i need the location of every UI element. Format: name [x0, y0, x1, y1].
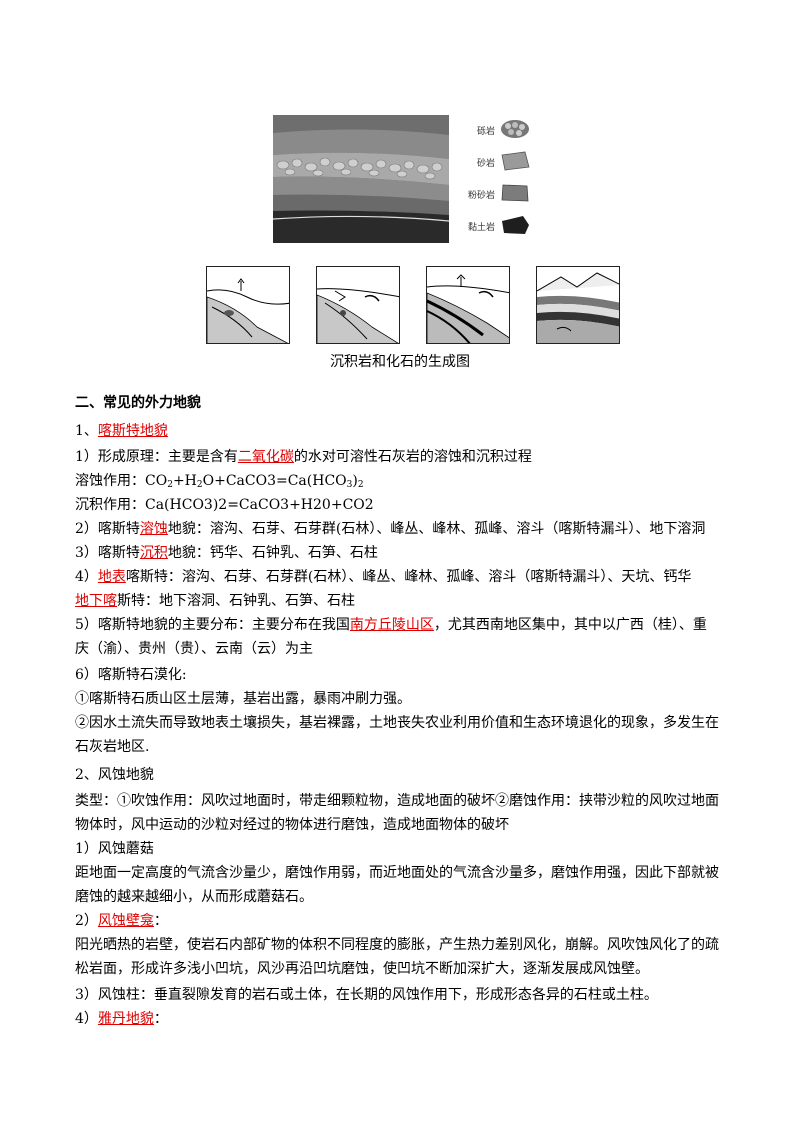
subscript: 2: [357, 480, 364, 490]
highlight-wind-niche: 风蚀壁龛: [97, 913, 154, 929]
text-span: ：: [153, 913, 168, 929]
conglomerate-swatch: [501, 120, 529, 138]
text-span: ): [352, 473, 358, 489]
legend-label: 粉砂岩: [467, 191, 495, 201]
wind-line-7: 阳光晒热的岩壁，使岩石内部矿物的体积不同程度的膨胀，产生热力差别风化，崩解。风吹…: [75, 937, 719, 953]
text-span: 2）: [75, 913, 98, 929]
legend-label: 砂岩: [476, 159, 495, 169]
text-span: 的水对可溶性石灰岩的溶蚀和沉积过程: [293, 449, 532, 465]
karst-line-9: 庆（渝）、贵州（贵）、云南（云）为主: [75, 641, 313, 657]
wind-line-2: 物体时，风中运动的沙粒对经过的物体进行磨蚀，造成地面物体的破坏: [75, 817, 509, 833]
panel-3: [426, 266, 510, 344]
text-span: +H: [172, 473, 197, 489]
legend-label: 黏土岩: [467, 223, 495, 233]
panel-3-image: [427, 274, 509, 343]
panel-4-image: [537, 272, 619, 343]
karst-line-5: 3）喀斯特沉积地貌：钙华、石钟乳、石笋、石柱: [75, 543, 735, 563]
text-span: 4）: [75, 1011, 98, 1027]
strata-illustration: [273, 115, 449, 243]
fossil-formation-panels: [206, 266, 622, 346]
highlight-yardang: 雅丹地貌: [97, 1011, 154, 1027]
highlight-co2: 二氧化碳: [237, 449, 294, 465]
panel-1-image: [207, 278, 289, 343]
text-span: ，尤其西南地区集中，其中以广西（桂）、重: [433, 617, 707, 633]
wind-line-8: 松岩面，形成许多浅小凹坑，风沙再沿凹坑磨蚀，使凹坑不断加深扩大，逐渐发展成风蚀壁…: [75, 961, 649, 977]
strata-image: [273, 115, 449, 243]
figure-caption: 沉积岩和化石的生成图: [330, 354, 470, 370]
karst-line-8: 5）喀斯特地貌的主要分布：主要分布在我国南方丘陵山区，尤其西南地区集中，其中以广…: [75, 615, 735, 635]
karst-title-link: 喀斯特地貌: [97, 423, 168, 439]
subscript: 3: [346, 480, 353, 490]
text-span: 溶蚀作用：CO: [75, 473, 168, 489]
text-span: 2）喀斯特: [75, 521, 140, 537]
text-span: O+CaCO3=Ca(HCO: [202, 473, 347, 489]
karst-line-2: 溶蚀作用：CO2+H2O+CaCO3=Ca(HCO3)2: [75, 471, 735, 495]
text-span: 5）喀斯特地貌的主要分布：主要分布在我国: [75, 617, 350, 633]
karst-line-4: 2）喀斯特溶蚀地貌：溶沟、石芽、石芽群(石林）、峰丛、峰林、孤峰、溶斗（喀斯特漏…: [75, 519, 735, 539]
section-heading: 二、常见的外力地貌: [75, 395, 201, 411]
karst-line-12: ②因水土流失而导致地表土壤损失，基岩裸露，土地丧失农业利用价值和生态环境退化的现…: [75, 715, 719, 731]
text-span: ：: [153, 1011, 168, 1027]
karst-title-num: 1、: [75, 423, 98, 439]
wind-title: 2、风蚀地貌: [75, 767, 154, 783]
text-span: 4）: [75, 569, 98, 585]
legend-label: 砾岩: [476, 127, 495, 137]
panel-2: [316, 266, 400, 344]
wind-line-6: 2）风蚀壁龛：: [75, 911, 735, 931]
highlight-surface: 地表: [97, 569, 126, 585]
wind-line-4: 距地面一定高度的气流含沙量少，磨蚀作用弱，而近地面处的气流含沙量多，磨蚀作用强，…: [75, 865, 719, 881]
strata-figure: 砾岩 砂岩 粉砂岩 黏土岩: [273, 115, 545, 243]
subscript: 2: [196, 480, 203, 490]
rock-legend: 砾岩 砂岩 粉砂岩 黏土岩: [459, 117, 545, 241]
legend-item-sandstone: 砂岩: [459, 149, 545, 175]
karst-line-10: 6）喀斯特石漠化:: [75, 667, 187, 683]
wind-line-9: 3）风蚀柱：垂直裂隙发育的岩石或土体，在长期的风蚀作用下，形成形态各异的石柱或土…: [75, 987, 658, 1003]
karst-line-1: 1）形成原理：主要是含有二氧化碳的水对可溶性石灰岩的溶蚀和沉积过程: [75, 447, 735, 467]
legend-item-claystone: 黏土岩: [459, 213, 545, 239]
subscript: 2: [167, 480, 173, 490]
text-span: 地貌：钙华、石钟乳、石笋、石柱: [167, 545, 378, 561]
highlight-deposition: 沉积: [139, 545, 168, 561]
text-span: 喀斯特：溶沟、石芽、石芽群(石林）、峰丛、峰林、孤峰、溶斗（喀斯特漏斗）、天坑、…: [125, 569, 692, 585]
sandstone-swatch: [501, 151, 530, 171]
highlight-underground: 地下喀: [75, 593, 117, 609]
panel-2-image: [317, 288, 399, 343]
legend-item-conglomerate: 砾岩: [459, 117, 545, 143]
claystone-swatch: [502, 216, 529, 234]
karst-line-7: 地下喀斯特：地下溶洞、石钟乳、石笋、石柱: [75, 591, 735, 611]
siltstone-swatch: [501, 184, 529, 202]
karst-title: 1、喀斯特地貌: [75, 421, 735, 441]
highlight-south-hills: 南方丘陵山区: [349, 617, 434, 633]
panel-4: [536, 266, 620, 344]
text-span: 3）喀斯特: [75, 545, 140, 561]
wind-line-5: 磨蚀的越来越细小，从而形成蘑菇石。: [75, 889, 313, 905]
text-span: 1）形成原理：主要是含有: [75, 449, 238, 465]
wind-line-10: 4）雅丹地貌：: [75, 1009, 735, 1029]
karst-line-3: 沉积作用：Ca(HCO3)2=CaCO3+H20+CO2: [75, 497, 374, 513]
wind-line-1: 类型：①吹蚀作用：风吹过地面时，带走细颗粒物，造成地面的破坏②磨蚀作用：挟带沙粒…: [75, 793, 719, 809]
wind-line-3: 1）风蚀蘑菇: [75, 841, 154, 857]
text-span: 斯特：地下溶洞、石钟乳、石笋、石柱: [117, 593, 355, 609]
highlight-dissolution: 溶蚀: [139, 521, 168, 537]
karst-line-13: 石灰岩地区.: [75, 739, 150, 755]
panel-1: [206, 266, 290, 344]
karst-line-6: 4）地表喀斯特：溶沟、石芽、石芽群(石林）、峰丛、峰林、孤峰、溶斗（喀斯特漏斗）…: [75, 567, 735, 587]
legend-item-siltstone: 粉砂岩: [459, 181, 545, 207]
text-span: 地貌：溶沟、石芽、石芽群(石林）、峰丛、峰林、孤峰、溶斗（喀斯特漏斗）、地下溶洞: [167, 521, 706, 537]
karst-line-11: ①喀斯特石质山区土层薄，基岩出露，暴雨冲刷力强。: [75, 691, 411, 707]
